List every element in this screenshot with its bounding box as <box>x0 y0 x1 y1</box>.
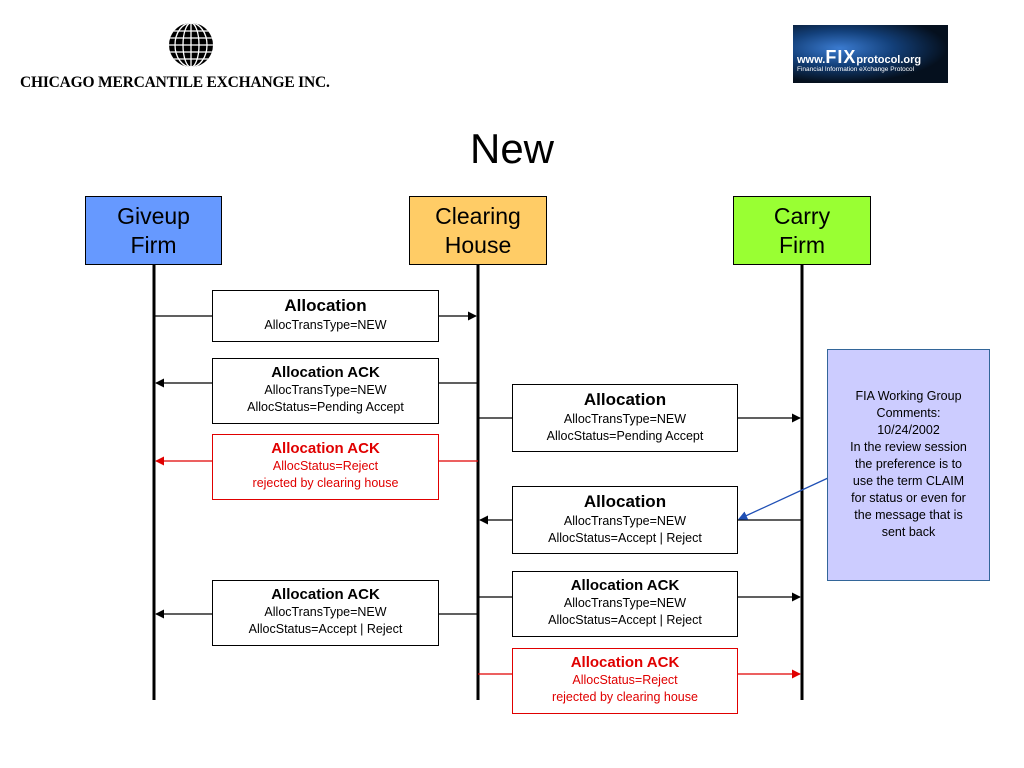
message-title: Allocation ACK <box>570 577 680 594</box>
fix-logo-prefix: www. <box>797 54 826 66</box>
message-title: Allocation ACK <box>570 654 680 671</box>
message-line: AllocStatus=Reject <box>572 673 678 687</box>
message-line: AllocTransType=NEW <box>264 383 387 397</box>
fix-logo-tagline: Financial Information eXchange Protocol <box>797 66 915 73</box>
message-line: AllocStatus=Pending Accept <box>546 429 704 443</box>
message-box-reject: Allocation ACK AllocStatus=Reject reject… <box>212 434 439 500</box>
participant-label: Carry <box>773 202 831 229</box>
message-line: AllocTransType=NEW <box>264 318 387 332</box>
message-line: rejected by clearing house <box>552 690 698 704</box>
message-line: AllocTransType=NEW <box>563 514 687 528</box>
message-line: AllocStatus=Reject <box>272 459 379 473</box>
participant-label: Firm <box>779 231 825 258</box>
note-line: Comments: <box>876 406 941 420</box>
note-line: sent back <box>881 525 936 539</box>
participant-label: Clearing <box>435 202 521 229</box>
message-box: Allocation ACK AllocTransType=NEW AllocS… <box>512 571 738 637</box>
message-box: Allocation AllocTransType=NEW <box>212 290 439 342</box>
message-line: rejected by clearing house <box>252 476 399 490</box>
message-title: Allocation ACK <box>271 586 380 603</box>
message-line: AllocStatus=Pending Accept <box>247 400 404 414</box>
note-line: for status or even for <box>851 491 966 505</box>
participant-label: Giveup <box>117 202 190 229</box>
note-line: 10/24/2002 <box>877 423 940 437</box>
participant-label: Firm <box>130 231 177 258</box>
message-box: Allocation AllocTransType=NEW AllocStatu… <box>512 486 738 554</box>
message-title: Allocation <box>583 492 667 511</box>
message-line: AllocStatus=Accept | Reject <box>548 613 702 627</box>
fix-logo-brand: FIX <box>825 47 857 67</box>
participant-label: House <box>444 231 512 258</box>
message-line: AllocTransType=NEW <box>563 412 687 426</box>
message-title: Allocation ACK <box>271 440 380 457</box>
note-line: the message that is <box>854 508 963 522</box>
slide-title: New <box>469 125 555 172</box>
message-title: Allocation <box>284 296 367 315</box>
message-title: Allocation <box>583 390 667 409</box>
note-line: the preference is to <box>854 457 962 471</box>
message-box: Allocation ACK AllocTransType=NEW AllocS… <box>212 580 439 646</box>
message-line: AllocStatus=Accept | Reject <box>548 531 702 545</box>
message-line: AllocTransType=NEW <box>563 596 687 610</box>
message-line: AllocStatus=Accept | Reject <box>248 622 403 636</box>
note-pointer-arrow <box>738 477 829 520</box>
cme-globe-icon <box>169 23 213 67</box>
message-box: Allocation ACK AllocTransType=NEW AllocS… <box>212 358 439 424</box>
message-box-reject: Allocation ACK AllocStatus=Reject reject… <box>512 648 738 714</box>
message-box: Allocation AllocTransType=NEW AllocStatu… <box>512 384 738 452</box>
fix-protocol-logo: www.FIXprotocol.org Financial Informatio… <box>793 25 948 83</box>
comment-note: FIA Working Group Comments: 10/24/2002 I… <box>827 349 990 581</box>
message-line: AllocTransType=NEW <box>264 605 387 619</box>
note-line: FIA Working Group <box>855 389 962 403</box>
fix-logo-suffix: protocol.org <box>856 54 922 66</box>
cme-logo-text: CHICAGO MERCANTILE EXCHANGE INC. <box>20 74 330 91</box>
note-line: use the term CLAIM <box>852 474 965 488</box>
note-line: In the review session <box>850 440 967 454</box>
message-title: Allocation ACK <box>271 364 380 381</box>
